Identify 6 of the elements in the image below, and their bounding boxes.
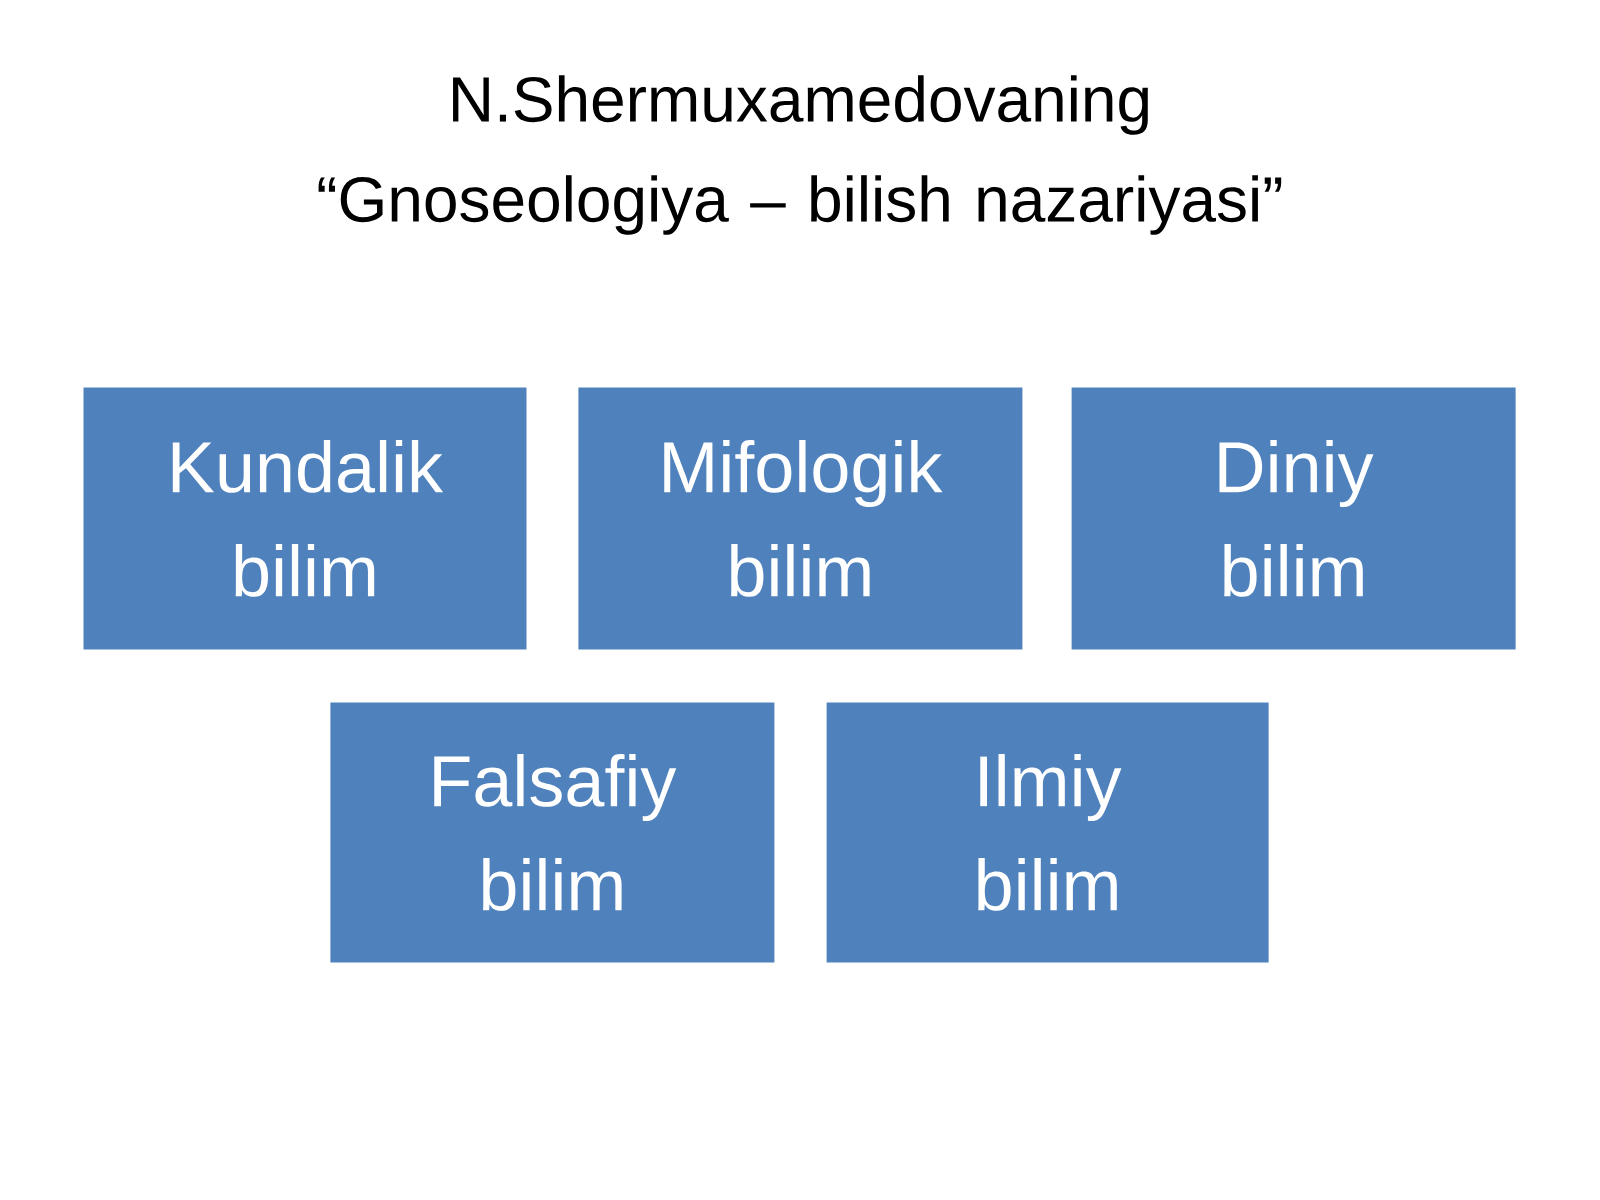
category-box: Kundalik bilim [80,384,530,653]
category-box: Falsafiy bilim [327,699,778,966]
title: N.Shermuxamedovaning “Gnoseologiya – bilish nazariyasi” [318,75,1282,235]
category-box: Diniy bilim [1068,384,1519,653]
category-box: Ilmiy bilim [823,699,1272,966]
category-box: Mifologik bilim [575,384,1026,653]
